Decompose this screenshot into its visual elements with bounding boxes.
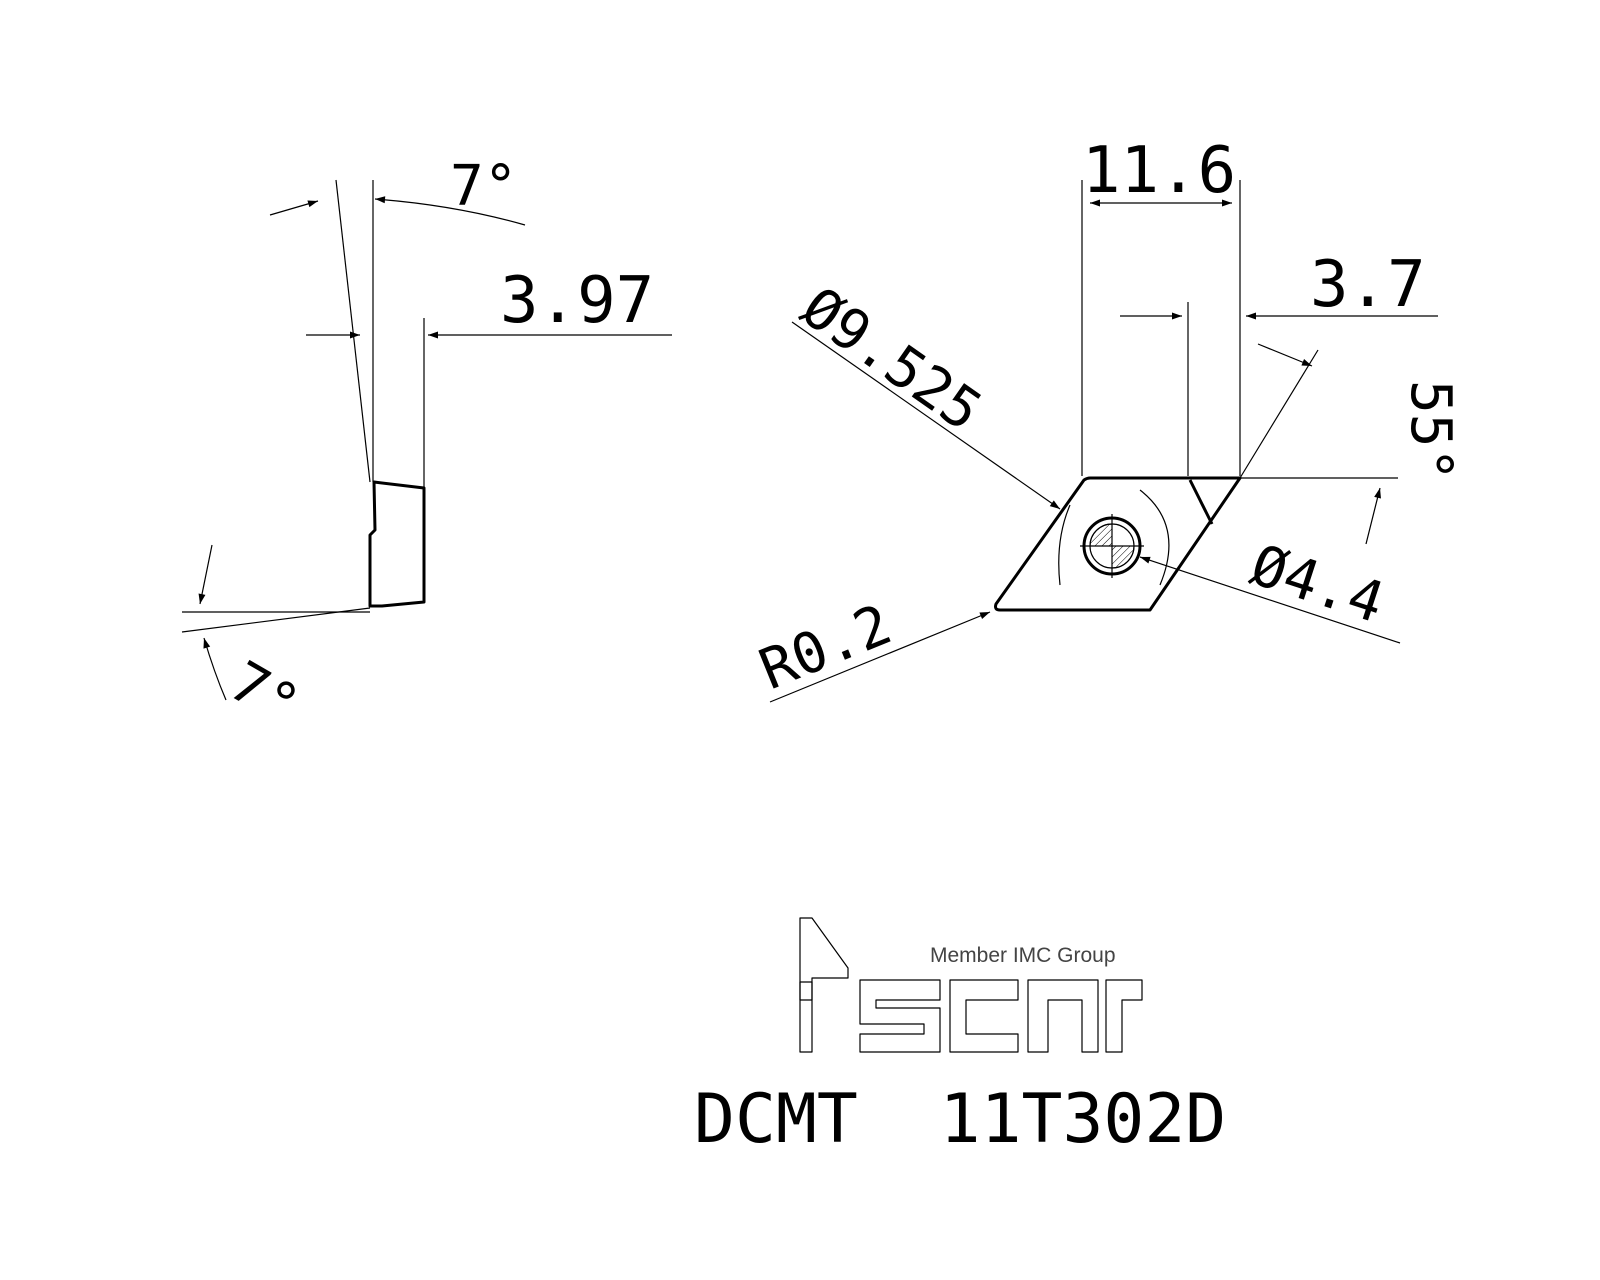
top-view: 11.6 3.7 55° Ø9.525 Ø4.4 R0.2 [751,134,1463,703]
hole-diameter-label: Ø4.4 [1243,533,1391,636]
inscribed-circle-label: Ø9.525 [790,275,993,444]
nose-angle-label: 55° [1398,380,1463,481]
side-view-outline [368,480,426,608]
part-number-title: DCMT 11T302D [694,1080,1226,1159]
insert-outline [994,476,1242,612]
logo-tagline: Member IMC Group [930,944,1116,967]
thickness-label: 3.97 [500,264,654,338]
iscar-logo: Member IMC Group [799,917,1143,1053]
angle-top-label: 7° [450,154,517,219]
angle-bottom-label: 7° [219,649,310,739]
top-angle-arrow-left [269,200,319,216]
logo-wordmark [799,917,1143,1053]
top-angle-arc [374,196,526,226]
corner-radius-label: R0.2 [751,592,900,703]
side-view: 7° 3.97 7° [181,154,672,739]
length-label: 11.6 [1082,134,1236,208]
chip-width-label: 3.7 [1310,248,1426,322]
